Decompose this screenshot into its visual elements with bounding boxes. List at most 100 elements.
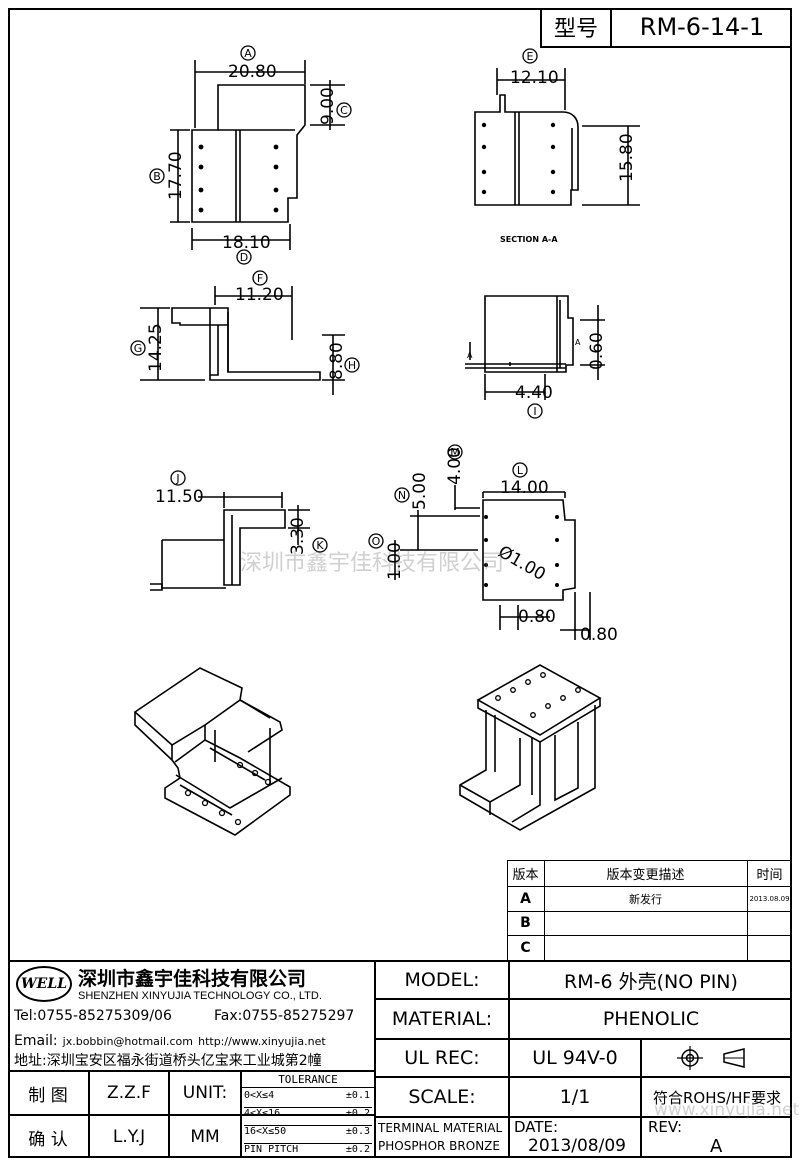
company-email-label: Email: (14, 1033, 58, 1049)
svg-text:C: C (340, 104, 348, 117)
check-by: L.Y.J (112, 1127, 146, 1147)
label-o-circle: O (368, 533, 384, 549)
svg-text:F: F (257, 272, 263, 285)
label-l-circle: L (512, 462, 528, 478)
label-m-circle: M (447, 444, 463, 460)
view-front (465, 295, 605, 400)
rohs-note: 符合ROHS/HF要求 (653, 1088, 781, 1107)
svg-text:M: M (450, 446, 460, 459)
dim-i: 4.40 (515, 383, 553, 403)
company-web: http://www.xinyujia.net (198, 1035, 326, 1048)
model-code: RM-6-14-1 (639, 13, 765, 41)
label-a-circle: A (240, 45, 256, 61)
svg-text:A: A (244, 47, 252, 60)
iso-view-left (133, 667, 291, 836)
label-e-circle: E (522, 48, 538, 64)
drawn-by: Z.Z.F (107, 1083, 151, 1103)
rev-row-a-date: 2013.08.09 (749, 894, 790, 903)
dim-sec-h: 15.80 (617, 133, 637, 182)
tolerance-table: TOLERANCE 0<X≤4 ±0.1 4<X≤16 ±0.2 16<X≤50… (242, 1072, 374, 1158)
dim-l: 14.00 (500, 478, 549, 498)
dim-sec2-h: 0.60 (587, 332, 607, 370)
iso-view-right (459, 664, 602, 831)
model-value: RM-6 外壳(NO PIN) (564, 970, 738, 993)
unit-label: UNIT: (182, 1083, 228, 1103)
tolerance-title: TOLERANCE (242, 1072, 374, 1088)
label-c-circle: C (336, 102, 352, 118)
dim-e: 12.10 (510, 68, 559, 88)
dim-d: 18.10 (222, 233, 271, 253)
watermark-corner: www.xinyujia.net (654, 1100, 800, 1120)
company-address: 地址:深圳宝安区福永街道桥头亿宝来工业城第2幢 (14, 1053, 322, 1069)
rev-row-b-ver: B (520, 915, 531, 931)
svg-text:E: E (527, 50, 534, 63)
rev-label: REV: (648, 1118, 682, 1136)
projection-symbol (642, 1040, 792, 1076)
rev-row-a-ver: A (520, 890, 531, 907)
dim-g: 14.25 (146, 323, 166, 372)
svg-text:I: I (533, 405, 536, 418)
dim-c: 9.00 (318, 87, 338, 125)
company-email: jx.bobbin@hotmail.com (62, 1035, 193, 1048)
label-k-circle: K (312, 537, 328, 553)
scale-value: 1/1 (559, 1086, 591, 1108)
svg-text:J: J (175, 472, 179, 485)
tolerance-value: ±0.3 (345, 1126, 370, 1137)
tolerance-value: ±0.1 (345, 1090, 370, 1101)
svg-text:N: N (398, 489, 406, 502)
watermark-center: 深圳市鑫宇佳科技有限公司 (240, 551, 505, 576)
tolerance-range: 4<X≤16 (244, 1108, 281, 1119)
dim-j: 11.50 (155, 487, 204, 507)
tolerance-range: PIN PITCH (244, 1144, 299, 1155)
tolerance-range: 0<X≤4 (244, 1090, 275, 1101)
terminal-material-value: PHOSPHOR BRONZE (378, 1139, 500, 1153)
scale-label: SCALE: (408, 1086, 476, 1108)
company-fax: Fax:0755-85275297 (214, 1008, 355, 1024)
tolerance-row: 4<X≤16 ±0.2 (244, 1108, 372, 1126)
rev-value: A (710, 1136, 723, 1157)
rev-header-version: 版本 (512, 867, 539, 883)
title-block: WELL 深圳市鑫宇佳科技有限公司 SHENZHEN XINYUJIA TECH… (8, 960, 799, 1158)
label-g-circle: G (130, 340, 146, 356)
label-h-circle: H (344, 357, 360, 373)
rev-header-desc: 版本变更描述 (606, 867, 685, 883)
view-side-small (150, 492, 310, 591)
material-label: MATERIAL: (391, 1008, 493, 1030)
model-label: MODEL: (404, 969, 480, 991)
dim-h: 8.80 (327, 342, 347, 380)
svg-text:L: L (517, 464, 524, 477)
svg-text:G: G (134, 342, 143, 355)
tolerance-row: 0<X≤4 ±0.1 (244, 1090, 372, 1108)
tolerance-value: ±0.2 (345, 1108, 370, 1119)
dim-f: 11.20 (235, 285, 284, 305)
dim-b: 17.70 (166, 151, 186, 200)
label-i-circle: I (527, 403, 543, 419)
svg-text:D: D (240, 251, 248, 264)
drawn-label: 制 图 (28, 1085, 68, 1106)
section-label: SECTION A-A (500, 235, 558, 244)
date-value: 2013/08/09 (528, 1136, 626, 1156)
revision-table: 版本 版本变更描述 时间 A 新发行 2013.08.09 B C (507, 860, 792, 960)
unit-value: MM (190, 1127, 220, 1147)
company-logo-text: WELL (20, 976, 68, 992)
svg-text:B: B (153, 170, 161, 183)
label-n-circle: N (394, 487, 410, 503)
projection-icon (677, 1046, 745, 1070)
tolerance-value: ±0.2 (345, 1144, 370, 1155)
tolerance-row: PIN PITCH ±0.2 (244, 1144, 372, 1158)
material-value: PHENOLIC (602, 1008, 700, 1030)
type-label: 型号 (542, 8, 612, 46)
dim-n: 5.00 (410, 472, 430, 510)
dim-a: 20.80 (228, 62, 277, 82)
drawing-frame (8, 8, 792, 1158)
ulrec-value: UL 94V-0 (532, 1047, 618, 1069)
label-b-circle: B (149, 168, 165, 184)
label-j-circle: J (170, 470, 186, 486)
svg-text:O: O (372, 535, 381, 548)
company-tel: Tel:0755-85275309/06 (14, 1008, 172, 1024)
view-section (474, 68, 640, 206)
ulrec-label: UL REC: (404, 1047, 480, 1069)
company-name-en: SHENZHEN XINYUJIA TECHNOLOGY CO., LTD. (78, 990, 322, 1002)
dim-w2: 0.80 (580, 625, 618, 645)
